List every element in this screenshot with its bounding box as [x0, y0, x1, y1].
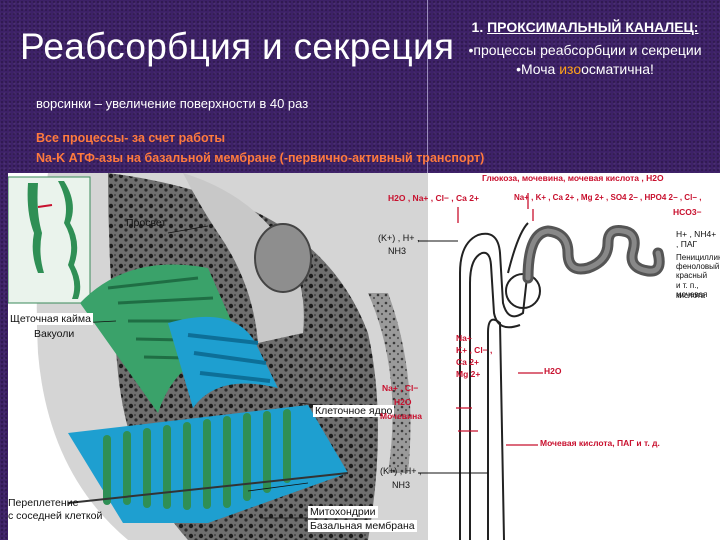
proximal-heading: 1. ПРОКСИМАЛЬНЫЙ КАНАЛЕЦ: [462, 18, 708, 37]
label-lumen: Просвет [126, 217, 166, 229]
label-basal-membrane: Базальная мембрана [308, 520, 417, 532]
slide-title: Реабсорбция и секреция [20, 26, 454, 68]
label-vacuoles: Вакуоли [34, 328, 74, 340]
label-ion-na: Na+ [456, 333, 472, 343]
figure-panel: Просвет Щеточная кайма Вакуоли Клеточное… [8, 173, 720, 540]
tubule-cell-illustration [8, 173, 720, 540]
transport-note: Все процессы- за счет работы Na-K АТФ-аз… [36, 128, 484, 168]
label-penicillin-3: кислота [676, 291, 705, 300]
label-interlace-2: с соседней клеткой [8, 510, 102, 522]
bullet-urine: •Моча изоосматична! [462, 60, 708, 79]
label-penicillin-1: Пенициллин, феноловый красный [676, 253, 720, 280]
label-h2o-mid: H2O [544, 366, 561, 376]
accent-iso: изо [559, 61, 581, 77]
label-top-left-ions: H2O , Na+ , Cl− , Ca 2+ [388, 193, 479, 203]
label-mitochondria: Митохондрии [308, 506, 378, 518]
label-ion-k-cl: K+ , Cl− , [456, 345, 492, 355]
label-ion-mg: Mg 2+ [456, 369, 480, 379]
bullet-processes: •процессы реабсорбции и секреции [462, 41, 708, 60]
label-k-h-bottom: (K+) , H+ , [380, 466, 422, 476]
label-h2o-low: H2O [394, 397, 411, 407]
label-hco3: HCO3− [673, 207, 702, 217]
slide-subtitle: ворсинки – увеличение поверхности в 40 р… [36, 96, 308, 111]
label-urea: Мочевина [380, 411, 422, 421]
label-na-cl: Na+ , Cl− [382, 383, 418, 393]
proximal-heading-text: ПРОКСИМАЛЬНЫЙ КАНАЛЕЦ: [487, 19, 698, 35]
label-glucose-urea: Глюкоза, мочевина, мочевая кислота , H2O [482, 173, 664, 183]
label-h-nh4: H+ , NH4+ , ПАГ [676, 229, 720, 249]
label-interlace-1: Переплетение [8, 497, 78, 509]
label-k-h-left: (K+) , H+ , [378, 233, 420, 243]
label-ions-list: Na+ , K+ , Ca 2+ , Mg 2+ , SO4 2− , HPO4… [514, 193, 701, 202]
label-nh3-left: NH3 [388, 246, 406, 256]
label-brush-border: Щеточная кайма [8, 313, 93, 325]
label-nh3-bottom: NH3 [392, 480, 410, 490]
proximal-tubule-box: 1. ПРОКСИМАЛЬНЫЙ КАНАЛЕЦ: •процессы реаб… [462, 18, 708, 79]
label-ion-ca: Ca 2+ [456, 357, 479, 367]
label-uric-acid: Мочевая кислота, ПАГ и т. д. [540, 438, 660, 448]
